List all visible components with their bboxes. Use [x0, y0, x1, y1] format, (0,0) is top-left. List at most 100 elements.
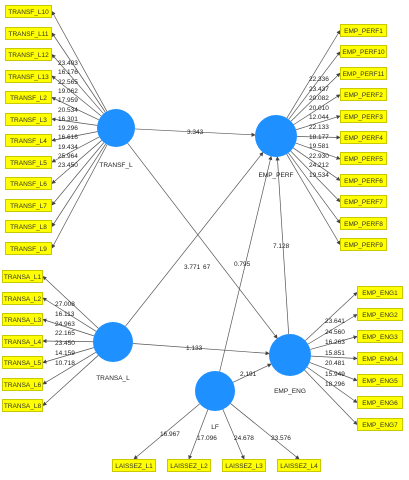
indicator-emp-perf: EMP_PERF3 — [340, 109, 387, 123]
indicator-emp-eng: EMP_ENG5 — [357, 374, 403, 387]
construct-label-lf: LF — [211, 424, 219, 431]
indicator-emp-perf: EMP_PERF6 — [340, 173, 387, 187]
construct-label-transf-l: TRANSF_L — [99, 162, 133, 169]
loading-label: 27.008 — [55, 301, 75, 308]
construct-label-transa-l: TRANSA_L — [96, 375, 130, 382]
indicator-emp-eng: EMP_ENG1 — [357, 286, 403, 299]
indicator-transf-l: TRANSF_L2 — [5, 91, 52, 104]
path-coefficient-lf-to-eng: 2.191 — [240, 371, 257, 378]
loading-label: 12.044 — [309, 114, 329, 122]
indicator-transf-l: TRANSF_L10 — [5, 5, 52, 18]
indicator-transa-l: TRANSA_L8 — [2, 399, 43, 412]
indicator-lf: LAISSEZ_L4 — [277, 459, 321, 472]
loading-label: 14.159 — [55, 350, 75, 357]
construct-lf — [195, 371, 235, 411]
loading-label: 16.616 — [58, 134, 78, 142]
path-coefficient-transa-to-eng: 1.133 — [186, 345, 203, 352]
indicator-transf-l: TRANSF_L3 — [5, 112, 52, 126]
indicator-lf: LAISSEZ_L1 — [112, 459, 156, 472]
indicator-emp-perf: EMP_PERF5 — [340, 152, 387, 166]
loading-label: 24.678 — [234, 435, 254, 442]
indicator-transf-l: TRANSF_L6 — [5, 177, 52, 190]
loading-label: 22.565 — [58, 78, 78, 86]
path-coefficient-transa-to-perf: 67 — [203, 264, 211, 271]
construct-transa-l — [93, 322, 133, 362]
loading-label: 15.949 — [325, 370, 345, 378]
indicator-emp-eng: EMP_ENG7 — [357, 418, 403, 431]
indicator-emp-perf: EMP_PERF11 — [340, 66, 387, 80]
indicator-transa-l: TRANSA_L1 — [2, 270, 43, 283]
loading-label: 18.296 — [325, 381, 345, 388]
loading-label: 17.959 — [58, 97, 78, 105]
indicator-emp-perf: EMP_PERF1 — [340, 24, 387, 37]
indicator-transf-l: TRANSF_L8 — [5, 220, 52, 233]
indicator-transf-l: TRANSF_L4 — [5, 134, 52, 147]
loading-label: 22.133 — [309, 124, 329, 131]
loading-label: 22.336 — [309, 76, 329, 83]
loading-label: 20.481 — [325, 360, 345, 367]
loading-label: 18.177 — [309, 133, 329, 141]
indicator-emp-perf: EMP_PERF10 — [340, 45, 387, 59]
construct-label-emp-perf: EMP_PERF — [258, 172, 294, 179]
loading-label: 20.010 — [309, 104, 329, 112]
loading-label: 24.560 — [325, 328, 345, 336]
loading-label: 22.930 — [309, 152, 329, 160]
loading-label: 16.967 — [160, 431, 180, 438]
loading-label: 23.576 — [271, 435, 291, 442]
loading-label: 23.450 — [58, 162, 78, 170]
indicator-transa-l: TRANSA_L2 — [2, 291, 43, 305]
path-coefficient-transf-to-eng: 3.771 — [184, 264, 201, 271]
loading-label: 19.581 — [309, 143, 329, 151]
indicator-emp-eng: EMP_ENG3 — [357, 330, 403, 343]
indicator-transa-l: TRANSA_L6 — [2, 377, 43, 391]
indicator-transf-l: TRANSF_L13 — [5, 69, 52, 83]
loading-label: 16.176 — [58, 69, 78, 77]
loading-label: 19.296 — [58, 125, 78, 133]
indicator-emp-eng: EMP_ENG4 — [357, 352, 403, 365]
construct-emp-eng — [269, 334, 311, 376]
construct-emp-perf — [255, 115, 297, 157]
loading-label: 19.062 — [58, 87, 78, 95]
loading-label: 19.534 — [309, 172, 329, 179]
loading-label: 16.263 — [325, 339, 345, 346]
loading-label: 16.301 — [58, 115, 78, 123]
loading-label: 19.434 — [58, 143, 78, 151]
loading-label: 16.113 — [55, 310, 75, 318]
loading-label: 24.212 — [309, 162, 329, 170]
loading-label: 23.403 — [58, 60, 78, 67]
loading-label: 25.964 — [58, 153, 78, 160]
construct-transf-l — [97, 109, 135, 147]
loading-label: 23.641 — [325, 318, 345, 325]
loading-label: 24.963 — [55, 320, 75, 328]
indicator-lf: LAISSEZ_L2 — [167, 459, 211, 472]
indicator-emp-perf: EMP_PERF4 — [340, 131, 387, 144]
indicator-emp-perf: EMP_PERF2 — [340, 88, 387, 102]
indicator-transa-l: TRANSA_L5 — [2, 356, 43, 369]
loading-label: 22.165 — [55, 330, 75, 338]
path-coefficient-transf-to-perf: 3.343 — [187, 129, 204, 136]
indicator-emp-perf: EMP_PERF8 — [340, 216, 387, 230]
indicator-emp-perf: EMP_PERF9 — [340, 238, 387, 251]
indicator-emp-eng: EMP_ENG2 — [357, 308, 403, 321]
construct-label-emp-eng: EMP_ENG — [274, 388, 306, 395]
loading-label: 10.718 — [55, 359, 75, 367]
indicator-transf-l: TRANSF_L11 — [5, 26, 52, 40]
loading-label: 23.450 — [55, 340, 75, 348]
loading-label: 23.437 — [309, 85, 329, 93]
path-coefficient-eng-to-perf: 7.128 — [273, 243, 290, 250]
indicator-transa-l: TRANSA_L3 — [2, 313, 43, 326]
loading-label: 20.534 — [58, 106, 78, 114]
indicator-transf-l: TRANSF_L12 — [5, 48, 52, 61]
loading-label: 20.082 — [309, 95, 329, 103]
indicator-emp-eng: EMP_ENG6 — [357, 396, 403, 409]
indicator-transa-l: TRANSA_L4 — [2, 334, 43, 348]
path-coefficient-lf-to-perf: 0.795 — [234, 261, 251, 268]
indicator-transf-l: TRANSF_L7 — [5, 198, 52, 212]
indicator-transf-l: TRANSF_L9 — [5, 241, 52, 255]
indicator-emp-perf: EMP_PERF7 — [340, 195, 387, 209]
indicator-lf: LAISSEZ_L3 — [222, 459, 266, 472]
loading-label: 17.096 — [197, 435, 217, 442]
loading-label: 15.851 — [325, 349, 345, 357]
indicator-transf-l: TRANSF_L5 — [5, 155, 52, 169]
